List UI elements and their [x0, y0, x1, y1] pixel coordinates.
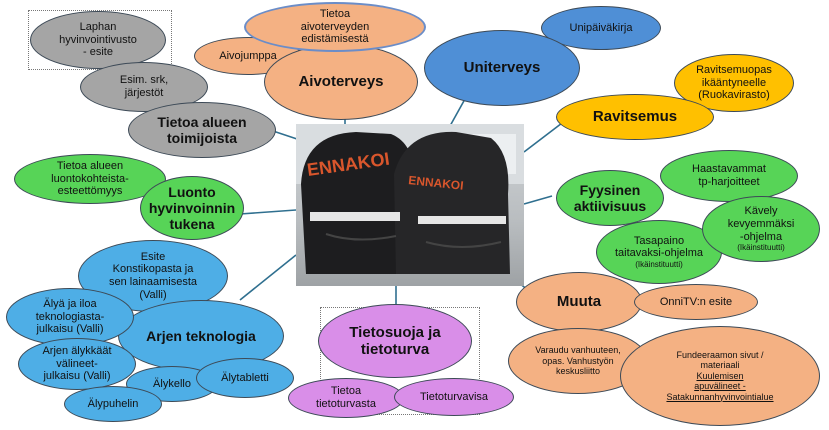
connector-fyysinen [523, 195, 553, 205]
link-kuulemisen-apuvalineet[interactable]: Kuulemisen apuvälineet - Satakunnanhyvin… [666, 370, 774, 402]
node-fundeeraamon: Fundeeraamon sivut / materiaali Kuulemis… [620, 326, 820, 426]
node-haastavammat: Haastavammat tp-harjoitteet [660, 150, 798, 202]
node-laphan-esite: Laphan hyvinvointivusto - esite [30, 11, 166, 69]
node-alypuhelin: Älypuhelin [64, 386, 162, 422]
node-arjen-alykkaat: Arjen älykkäät välineet- julkaisu (Valli… [18, 338, 136, 390]
node-luonto: Luonto hyvinvoinnin tukena [140, 176, 244, 240]
node-kavely: Kävely kevyemmäksi -ohjelma (Ikäinstituu… [702, 196, 820, 262]
connector-arjen [239, 254, 297, 301]
node-alytabletti: Älytabletti [196, 358, 294, 398]
node-tietosuoja: Tietosuoja ja tietoturva [318, 304, 472, 378]
node-uniterveys: Uniterveys [424, 30, 580, 106]
node-tietoa-tietoturvasta: Tietoa tietoturvasta [288, 378, 404, 418]
node-fyysinen: Fyysinen aktiivisuus [556, 170, 664, 226]
node-tietoturvavisa: Tietoturvavisa [394, 378, 514, 416]
connector-ravitsemus [523, 119, 567, 153]
node-tietoa-aivoterveys: Tietoa aivoterveyden edistämisestä [244, 2, 426, 52]
node-onnitv: OnniTV:n esite [634, 284, 758, 320]
right-bag-label [418, 216, 506, 224]
node-muuta: Muuta [516, 272, 642, 332]
node-tietoa-luonto: Tietoa alueen luontokohteista- esteettöm… [14, 154, 166, 204]
bag-text-right: ENNAKOI [408, 173, 465, 193]
right-backpack [394, 131, 510, 274]
connector-luonto [239, 209, 297, 215]
left-backpack [301, 132, 418, 274]
node-tietoa-toimijoista: Tietoa alueen toimijoista [128, 102, 276, 158]
node-alya-iloa: Älyä ja iloa teknologiasta- julkaisu (Va… [6, 288, 134, 346]
node-ravitsemus: Ravitsemus [556, 94, 714, 140]
backpacks-illustration: ENNAKOI ENNAKOI [296, 124, 524, 274]
node-aivoterveys: Aivoterveys [264, 44, 418, 120]
backpacks-photo: ENNAKOI ENNAKOI [296, 124, 524, 286]
left-bag-label [310, 212, 400, 221]
node-tasapaino: Tasapaino taitavaksi-ohjelma (Ikäinstitu… [596, 220, 722, 284]
